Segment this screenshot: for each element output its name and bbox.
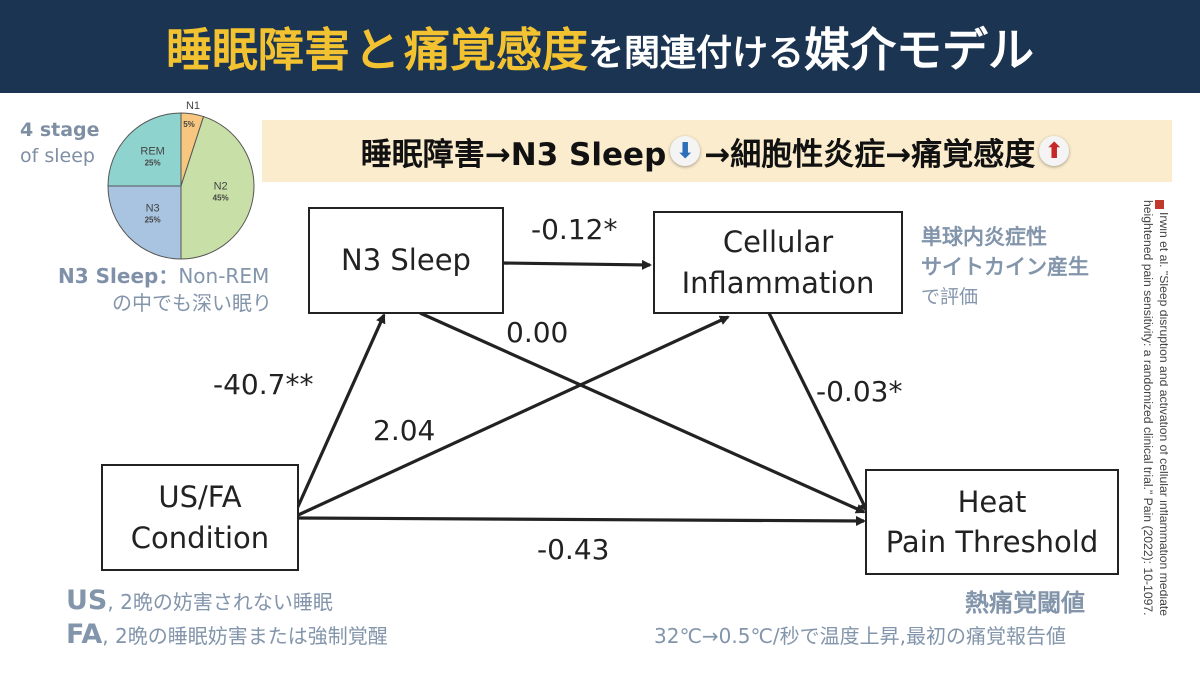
- title-sleep-disorder: 睡眠障害: [165, 22, 350, 77]
- coef-usfa-to-heat: -0.43: [537, 533, 610, 566]
- slide-title: 睡眠障害 と 痛覚感度 を関連付ける 媒介モデル: [0, 0, 1200, 93]
- cell-note-line3: で評価: [921, 286, 979, 308]
- coef-n3-to-heat: 0.00: [506, 316, 569, 349]
- coef-usfa-to-n3: -40.7**: [213, 368, 314, 401]
- pie-label-n1: N1: [186, 100, 200, 112]
- banner-part1: 睡眠障害→N3 Sleep: [360, 136, 667, 173]
- n3-note-line1: N3 Sleep：Non-REM: [58, 260, 269, 289]
- heat-note-detail: 32℃→0.5℃/秒で温度上昇,最初の痛覚報告値: [654, 624, 1067, 648]
- fa-note-bold: FA: [66, 619, 103, 650]
- header-bar: [0, 0, 1200, 93]
- arrow-usfa-to-cell: [295, 315, 730, 518]
- heat-label-1: Heat: [957, 484, 1027, 519]
- n3-note-line2: の中でも深い眠り: [112, 291, 272, 315]
- coef-usfa-to-cell: 2.04: [373, 414, 436, 447]
- pie-percent-n2: 45%: [213, 193, 229, 202]
- cell-label-1: Cellular: [722, 225, 834, 260]
- coef-cell-to-heat: -0.03*: [816, 375, 903, 408]
- arrow-cell-to-heat: [766, 310, 869, 513]
- pathway-banner: 睡眠障害→N3 Sleep ⬇ →細胞性炎症→痛覚感度 ⬆: [262, 120, 1172, 182]
- fa-note-rest: , 2晩の睡眠妨害または強制覚醒: [102, 624, 388, 648]
- arrow-n3-to-cell: [501, 259, 652, 270]
- title-and: と: [353, 22, 400, 77]
- usfa-label-2: Condition: [130, 520, 270, 555]
- arrow-usfa-to-heat: [295, 515, 866, 526]
- pie-percent-rem: 25%: [145, 159, 161, 168]
- citation-line2: heightened pain sensitivity: a randomize…: [1141, 200, 1155, 616]
- pie-label-n3: N3: [146, 202, 160, 214]
- title-linking: を関連付ける: [587, 32, 804, 74]
- arrow-n3-to-heat: [419, 311, 866, 514]
- cellular-inflammation-box: Cellular Inflammation: [653, 211, 903, 314]
- fa-note: FA, 2晩の睡眠妨害または強制覚醒: [66, 619, 388, 650]
- usfa-condition-box: US/FA Condition: [101, 464, 299, 571]
- heat-label-2: Pain Threshold: [885, 525, 1099, 559]
- up-arrow-icon: ⬆: [1039, 136, 1070, 166]
- down-arrow-icon: ⬇: [670, 136, 701, 166]
- heat-pain-threshold-box: Heat Pain Threshold: [865, 469, 1119, 575]
- us-note-bold: US: [66, 585, 108, 616]
- n3-note-bold: N3 Sleep: [58, 264, 159, 288]
- citation-line1: Irwin et al. "Sleep disruption and activ…: [1157, 212, 1168, 616]
- n3-note-rest: Non-REM: [178, 264, 270, 288]
- pie-label-rem: REM: [140, 146, 164, 158]
- us-note: US, 2晩の妨害されない睡眠: [66, 585, 333, 616]
- pie-percent-n1: 5%: [183, 120, 195, 129]
- arrow-usfa-to-n3: [294, 313, 386, 512]
- cell-label-2: Inflammation: [681, 265, 875, 300]
- cell-note-line1: 単球内炎症性: [921, 225, 1047, 249]
- us-note-rest: , 2晩の妨害されない睡眠: [107, 590, 333, 614]
- citation-marker-icon: [1155, 200, 1164, 209]
- pie-side-label-2: of sleep: [20, 145, 95, 167]
- n3-note-colon: ：: [158, 264, 179, 288]
- title-mediation-model: 媒介モデル: [804, 22, 1034, 77]
- banner-part2: →細胞性炎症→痛覚感度: [704, 136, 1036, 173]
- usfa-label-1: US/FA: [158, 480, 242, 515]
- title-pain-sensitivity: 痛覚感度: [403, 22, 588, 77]
- pie-slice-n2: [180, 115, 255, 260]
- pie-percent-n3: 25%: [145, 215, 161, 224]
- heat-note-title: 熱痛覚閾値: [965, 589, 1085, 617]
- pie-slice-rem: [107, 112, 182, 187]
- n3-sleep-box: N3 Sleep: [308, 207, 504, 314]
- pie-label-n2: N2: [214, 180, 228, 192]
- pie-side-label-1: 4 stage: [20, 119, 100, 141]
- n3-sleep-label: N3 Sleep: [341, 243, 471, 278]
- cell-note-line2: サイトカイン産生: [921, 255, 1089, 279]
- coef-n3-to-cell: -0.12*: [531, 213, 618, 246]
- citation: Irwin et al. "Sleep disruption and activ…: [1141, 200, 1168, 616]
- pie-slice-n3: [107, 185, 182, 260]
